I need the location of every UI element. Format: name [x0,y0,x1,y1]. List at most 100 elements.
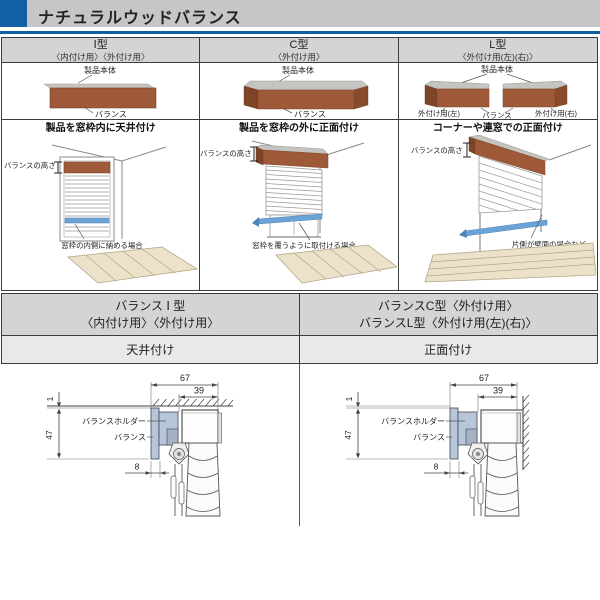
type-usage: 〈外付け用(左)(右)〉 [458,52,538,62]
spec-header-right: バランスC型〈外付け用〉 バランスL型〈外付け用(左)(右)〉 [300,294,598,335]
product-illustration-l: 製品本体 外付け用(左) バランス 外付 [418,64,577,119]
tech-drawing-cell-face: 67 39 1 47 [300,364,599,526]
mounting-right: 正面付け [424,343,473,357]
dimension-front-offset: 8 [424,461,469,478]
valance-label: バランス [294,110,326,119]
dimension-total-depth: 67 [450,373,518,387]
product-body-label: 製品本体 [84,65,116,75]
valance-left-piece-graphic [424,80,490,108]
type-name: L型 [489,39,507,51]
product-body-label: 製品本体 [282,65,314,75]
install-diagram-l: バランスの高さ 片側が壁面の場合など [411,135,597,283]
dimension-valance-height: 47 [44,408,62,459]
mounting-row: 天井付け 正面付け [1,336,598,364]
tilt-mechanism-graphic [168,442,190,516]
page-title: ナチュラルウッドバランス [38,10,242,27]
spec-title-line2: バランスL型〈外付け用(左)(右)〉 [359,316,538,330]
left-piece-label: 外付け用(左) [418,109,460,118]
dimension-total-depth: 67 [151,373,219,387]
slat-stack-graphic [185,442,221,517]
svg-text:1: 1 [45,396,55,401]
type-usage: 〈外付け用〉 [273,52,325,62]
install-note: 片側が壁面の場合など [512,240,587,249]
bottom-rail-graphic [465,219,548,237]
svg-text:67: 67 [479,373,489,383]
install-diagram-c: バランスの高さ 窓枠を覆うように取付ける場合 [200,140,398,284]
spec-title-line1: バランス Ⅰ 型 [115,299,186,313]
type-usage: 〈内付け用〉〈外付け用〉 [51,52,150,62]
install-note: 窓枠の内側に納める場合 [62,241,144,250]
wall-hatch [522,394,530,470]
product-illustration-c: 製品本体 バランス [243,65,370,119]
floor-graphic [424,242,597,283]
valance-graphic [468,135,550,176]
type-comparison-table: Ⅰ型 〈内付け用〉〈外付け用〉 C型 〈外付け用〉 L型 〈外付け用(左)(右)… [1,37,598,291]
ceiling-hatch [47,398,234,407]
valance-section-graphic [449,407,478,460]
spec-table: バランス Ⅰ 型 〈内付け用〉〈外付け用〉 バランスC型〈外付け用〉 バランスL… [1,293,598,526]
product-figure-cell-i: 製品本体 バランス [2,63,201,120]
dimension-top-clearance: 1 [45,392,62,408]
height-label: バランスの高さ [411,146,463,155]
valance-label: バランス [114,433,146,442]
svg-text:67: 67 [180,373,190,383]
wall-edge-line [549,144,592,161]
svg-text:8: 8 [434,462,439,472]
install-cell-i: 製品を窓枠内に天井付け バランスの高さ [2,120,201,290]
height-label: バランスの高さ [4,161,56,170]
install-cell-l: コーナーや連窓での正面付け [399,120,597,290]
dimension-front-offset: 8 [125,461,170,478]
valance-bar-graphic [243,80,370,110]
spec-header-left: バランス Ⅰ 型 〈内付け用〉〈外付け用〉 [2,294,300,335]
product-figure-cell-l: 製品本体 外付け用(左) バランス 外付 [398,63,597,120]
install-diagram-i: バランスの高さ 窓枠の内側に納める場合 [4,144,199,284]
svg-text:39: 39 [493,386,503,396]
height-measure-icon [463,142,472,158]
dimension-mechanism-depth: 39 [179,386,219,399]
tilt-mechanism-graphic [467,442,489,516]
product-body-label: 製品本体 [481,64,513,74]
title-underline-rule [0,31,600,34]
install-caption: コーナーや連窓での正面付け [432,123,563,134]
headrail-graphic [480,409,524,444]
valance-bar-graphic [43,83,157,109]
install-note: 窓枠を覆うように取付ける場合 [253,241,357,250]
tech-drawing-row: 67 39 1 47 [1,364,598,526]
window-blind-graphic [459,155,548,251]
height-measure-icon [250,146,259,162]
dimension-mechanism-depth: 39 [478,386,518,399]
height-measure-icon [54,161,63,174]
svg-text:47: 47 [44,430,54,440]
height-label: バランスの高さ [200,149,252,158]
title-accent-square [0,0,27,27]
svg-text:1: 1 [344,396,354,401]
product-illustration-i: 製品本体 バランス [43,65,157,119]
valance-label: バランス [413,433,445,442]
install-caption: 製品を窓枠内に天井付け [45,123,156,134]
holder-label: バランスホルダー [82,416,146,426]
valance-section-graphic [150,407,179,460]
spec-header-row: バランス Ⅰ 型 〈内付け用〉〈外付け用〉 バランスC型〈外付け用〉 バランスL… [1,293,598,336]
dimension-valance-height: 47 [343,408,361,459]
tech-drawing-ceiling-mount: 67 39 1 47 [44,373,234,517]
type-name: C型 [289,39,309,51]
tech-drawing-face-mount: 67 39 1 47 [343,373,530,517]
right-piece-label: 外付け用(右) [535,109,577,118]
room-corner-lines [52,144,167,239]
svg-text:47: 47 [343,430,353,440]
install-caption: 製品を窓枠の外に正面付け [238,123,359,134]
svg-text:39: 39 [194,386,204,396]
floor-graphic [275,244,398,284]
spec-title-line1: バランスC型〈外付け用〉 [378,299,519,313]
svg-text:8: 8 [135,462,140,472]
type-header-c: C型 〈外付け用〉 [200,38,399,63]
type-name: Ⅰ型 [93,39,108,51]
product-figure-cell-c: 製品本体 バランス [200,63,399,120]
valance-label: バランス [483,111,512,119]
valance-right-piece-graphic [503,80,568,108]
valance-label: バランス [95,110,127,119]
headrail-graphic [181,409,223,444]
type-header-l: L型 〈外付け用(左)(右)〉 [398,38,597,63]
floor-graphic [67,246,199,284]
